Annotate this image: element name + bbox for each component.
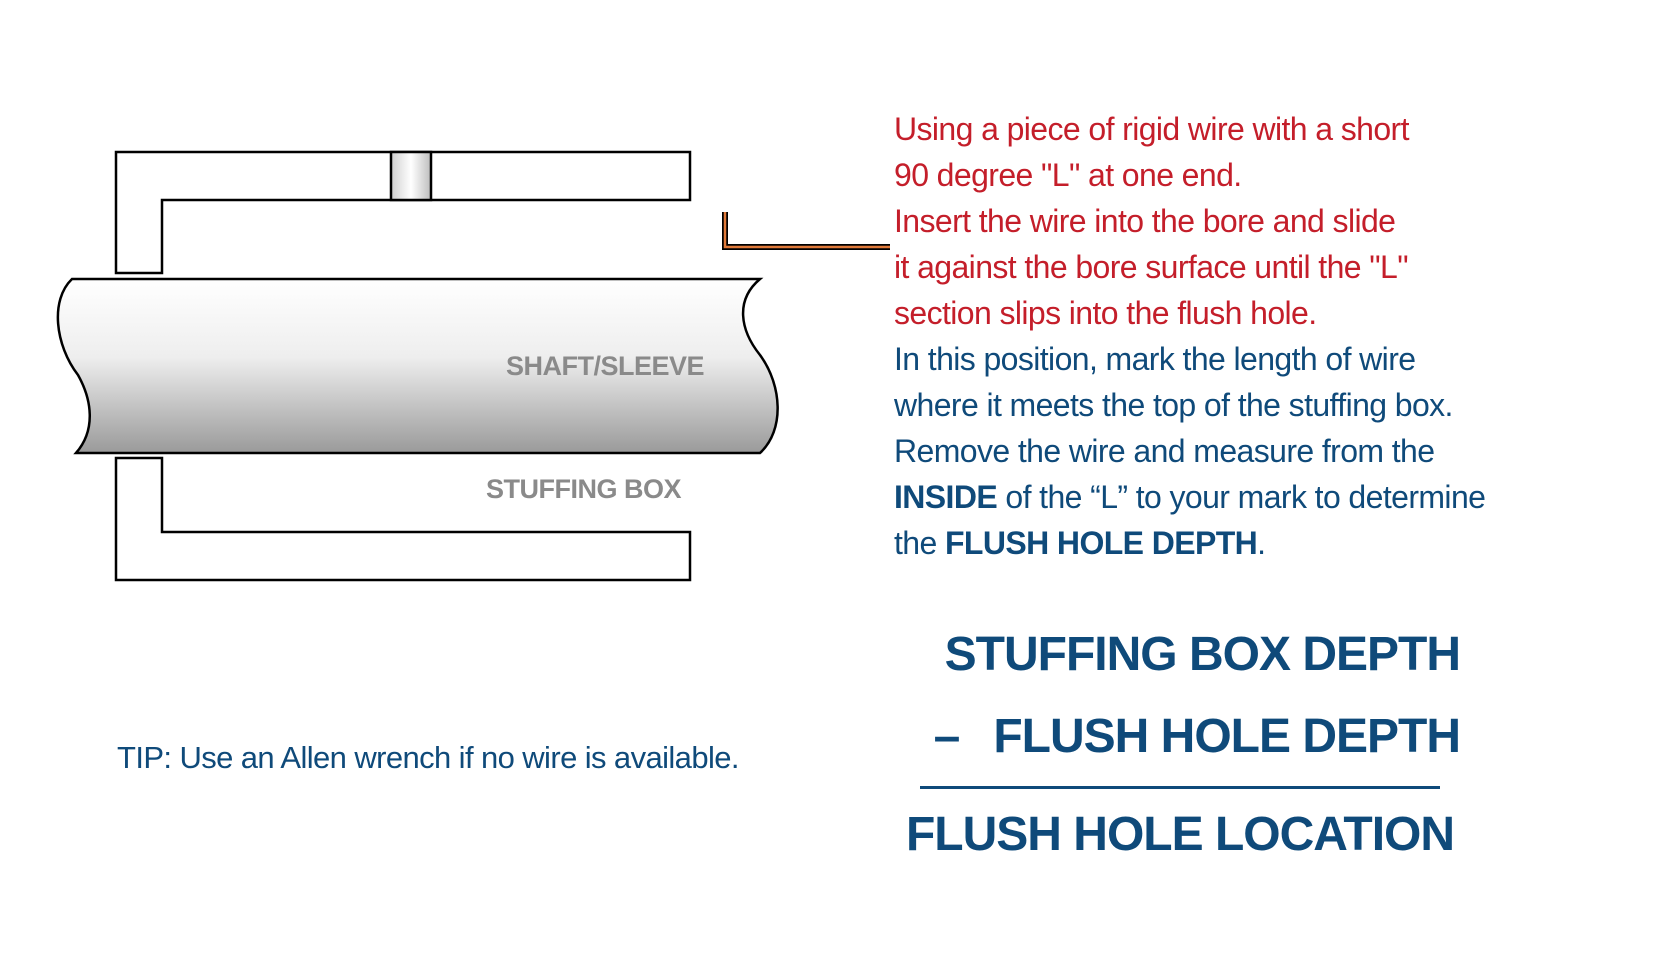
instruction-line: section slips into the flush hole. — [894, 295, 1317, 331]
instructions-text: Using a piece of rigid wire with a short… — [894, 106, 1614, 566]
instruction-line: Using a piece of rigid wire with a short — [894, 111, 1410, 147]
l-shaped-wire-core — [723, 212, 890, 249]
instruction-line: Remove the wire and measure from the — [894, 433, 1435, 469]
instruction-line: 90 degree "L" at one end. — [894, 157, 1242, 193]
inside-emphasis: INSIDE — [894, 479, 998, 515]
formula-minuend: STUFFING BOX DEPTH — [944, 628, 1461, 681]
stuffing-box-label: STUFFING BOX — [486, 474, 681, 504]
formula-result: FLUSH HOLE LOCATION — [905, 808, 1455, 861]
instruction-line: the FLUSH HOLE DEPTH. — [894, 520, 1614, 566]
instruction-line: Insert the wire into the bore and slide — [894, 203, 1396, 239]
instruction-line: INSIDE of the “L” to your mark to determ… — [894, 474, 1614, 520]
formula: STUFFING BOX DEPTH –FLUSH HOLE DEPTH FLU… — [900, 620, 1461, 862]
formula-divider — [920, 786, 1440, 789]
formula-subtrahend: FLUSH HOLE DEPTH — [993, 710, 1461, 763]
stuffing-box-lower-wall — [114, 456, 692, 582]
shaft-sleeve-label: SHAFT/SLEEVE — [506, 351, 704, 381]
shaft-sleeve — [56, 277, 779, 455]
stuffing-box-upper-wall — [114, 150, 692, 275]
instruction-line-post: . — [1257, 525, 1266, 561]
formula-subtrahend-row: –FLUSH HOLE DEPTH — [900, 702, 1461, 784]
instruction-line: In this position, mark the length of wir… — [894, 341, 1416, 377]
instruction-line-rest: of the “L” to your mark to determine — [997, 479, 1486, 515]
minus-sign: – — [933, 710, 961, 763]
l-shaped-wire — [722, 212, 890, 250]
tip-text: TIP: Use an Allen wrench if no wire is a… — [117, 740, 740, 775]
flush-hole — [389, 150, 433, 202]
instruction-line: where it meets the top of the stuffing b… — [894, 387, 1453, 423]
flush-hole-depth-emphasis: FLUSH HOLE DEPTH — [944, 525, 1258, 561]
instruction-line-pre: the — [894, 525, 945, 561]
instruction-line: it against the bore surface until the "L… — [894, 249, 1409, 285]
